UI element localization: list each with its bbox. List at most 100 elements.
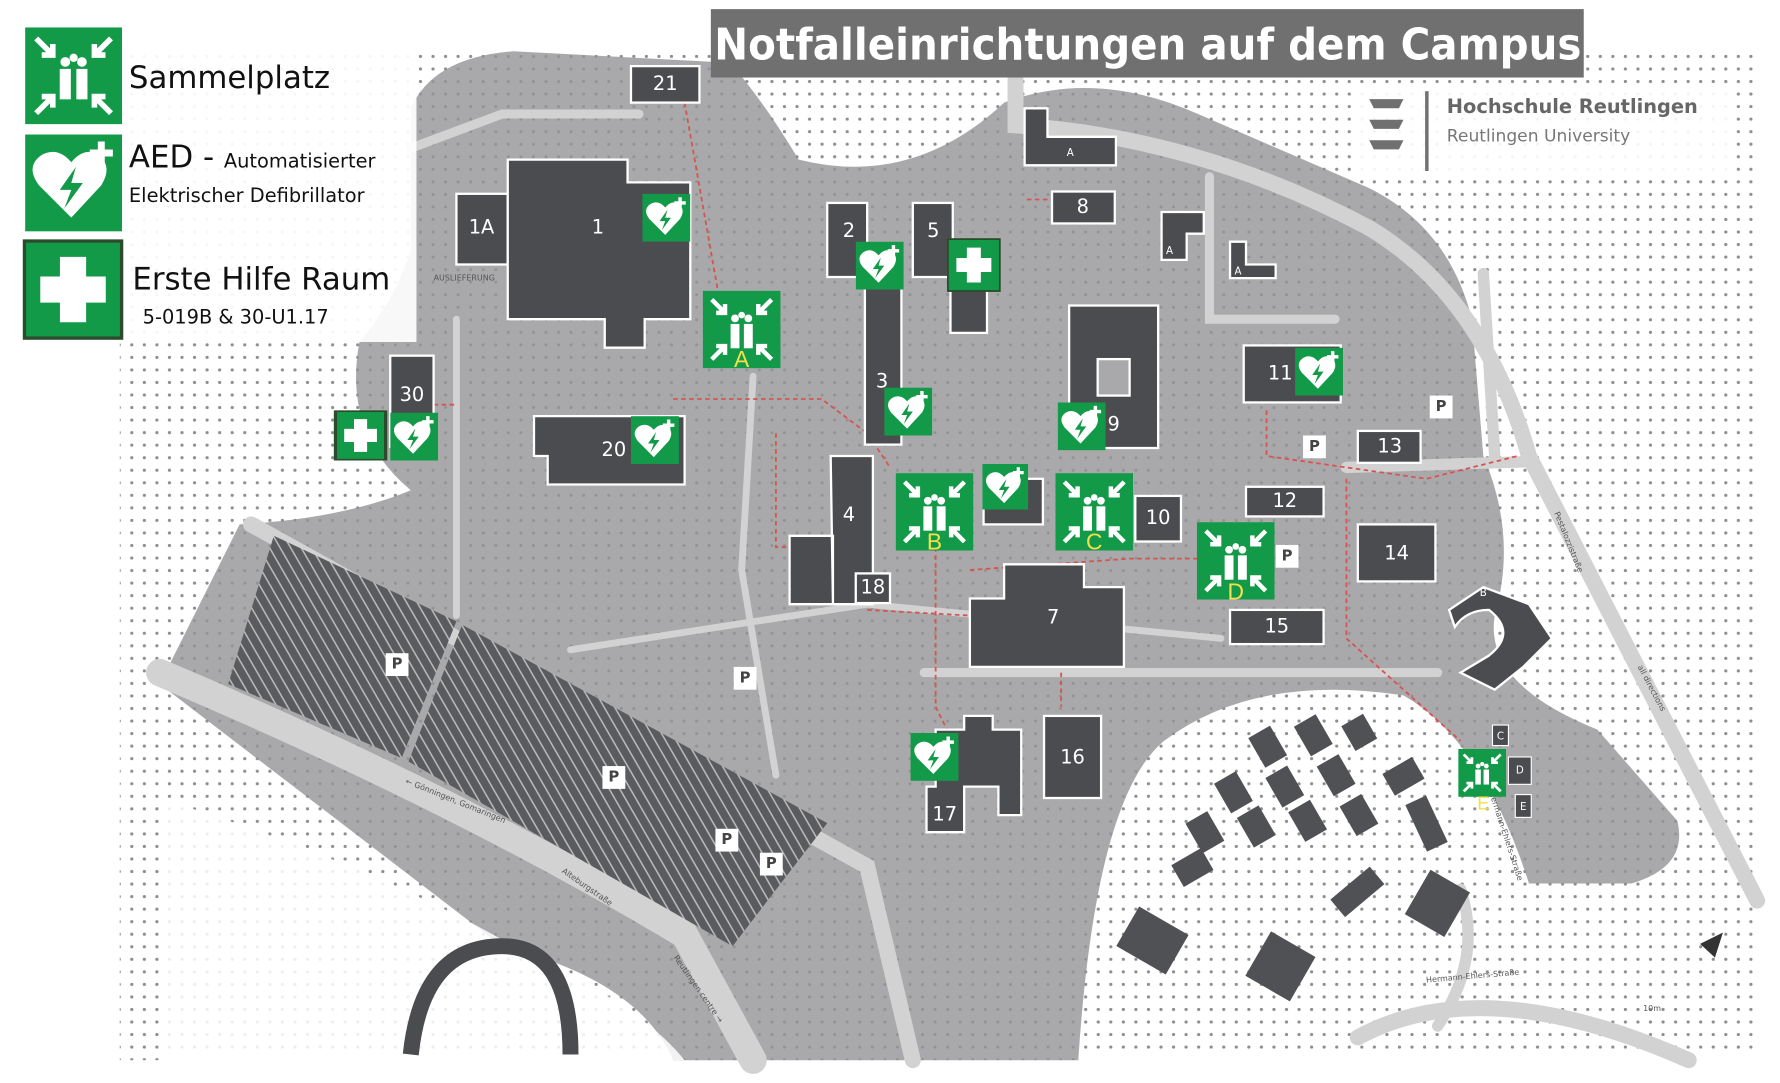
building-8: [1050, 190, 1116, 225]
label-a-north: A: [1067, 147, 1074, 159]
residential-buildings: [1116, 713, 1471, 1002]
label-21: 21: [653, 72, 678, 95]
outside-area: [119, 798, 685, 1061]
label-a-mid: A: [1166, 245, 1173, 257]
label-13: 13: [1377, 434, 1402, 457]
parking-icon: P: [740, 669, 751, 686]
building-12: [1244, 485, 1325, 518]
building-9-courtyard: [1096, 357, 1131, 397]
building-16: [1042, 714, 1103, 800]
legend-aed-long1: Automatisierter: [224, 150, 376, 173]
building-4: [788, 454, 875, 606]
legend-firstaid-rooms: 5-019B & 30-U1.17: [143, 306, 329, 329]
label-d: D: [1516, 765, 1524, 777]
north-arrow-icon: [1700, 932, 1723, 958]
first-aid-icon[interactable]: [333, 410, 388, 461]
assembly-point-a: A: [734, 346, 750, 372]
assembly-point-b: B: [927, 528, 942, 554]
parking-icon: P: [608, 768, 619, 785]
parking-lot-west: [228, 535, 457, 759]
label-1: 1: [592, 216, 604, 239]
building-a-north: [1023, 107, 1118, 167]
building-b: [1447, 585, 1554, 692]
building-1a: [455, 192, 509, 266]
parking-icon: P: [766, 855, 777, 872]
label-20: 20: [602, 438, 627, 461]
road-loop: [402, 938, 579, 1056]
scale-label: 10m: [1643, 1004, 1661, 1013]
first-aid-icon[interactable]: [947, 238, 1001, 292]
assembly-point-e: E: [1477, 792, 1489, 813]
label-11: 11: [1268, 361, 1293, 384]
aed-icon[interactable]: [642, 193, 691, 242]
outside-dots: [119, 798, 166, 1061]
building-1: [506, 158, 692, 349]
lion-crest-icon: [1369, 99, 1404, 150]
aed-icon[interactable]: [390, 412, 439, 461]
label-a-east: A: [1235, 265, 1242, 277]
building-a-mid: [1160, 210, 1205, 262]
assembly-point-icon: [25, 27, 122, 124]
legend: Sammelplatz AED - Automatisierter Elektr…: [20, 25, 417, 343]
aed-icon[interactable]: [855, 241, 904, 290]
assembly-point-icon[interactable]: [1458, 748, 1507, 797]
logo-name-en: Reutlingen University: [1447, 126, 1630, 146]
label-17: 17: [932, 803, 957, 826]
aed-icon: [25, 135, 122, 232]
building-10: [1134, 494, 1183, 543]
legend-aed-short: AED -: [129, 140, 224, 176]
building-14: [1356, 523, 1437, 583]
legend-assembly-label: Sammelplatz: [129, 60, 330, 96]
aed-icon[interactable]: [884, 387, 933, 436]
delivery-label: AUSLIEFERUNG: [434, 273, 495, 282]
assembly-point-c: C: [1086, 528, 1102, 554]
parking-icon: P: [721, 831, 732, 848]
aed-icon[interactable]: [1057, 402, 1106, 451]
logo-divider: [1425, 91, 1429, 171]
assembly-points: A B C D E: [703, 291, 1507, 813]
label-12: 12: [1272, 489, 1297, 512]
aed-icon[interactable]: [629, 416, 681, 464]
label-7: 7: [1047, 605, 1059, 628]
label-e: E: [1520, 801, 1526, 813]
label-15: 15: [1264, 615, 1289, 638]
title-text: Notfalleinrichtungen auf dem Campus: [714, 20, 1581, 70]
label-1a: 1A: [469, 216, 495, 239]
label-10: 10: [1146, 506, 1171, 529]
logo-name: Hochschule Reutlingen: [1447, 95, 1698, 118]
label-8: 8: [1077, 195, 1089, 218]
legend-firstaid-label: Erste Hilfe Raum: [132, 262, 390, 298]
building-7: [968, 563, 1126, 669]
legend-aed-label: AED - Automatisierter: [129, 140, 376, 176]
parking-icon: P: [1436, 398, 1447, 415]
parking-icon: P: [1309, 438, 1320, 455]
label-18: 18: [861, 576, 886, 599]
label-9: 9: [1107, 413, 1119, 436]
building-a-east: [1228, 240, 1277, 280]
legend-aed-long2: Elektrischer Defibrillator: [129, 184, 365, 207]
assembly-point-d: D: [1227, 579, 1243, 605]
first-aid-icon: [23, 239, 123, 339]
buildings: [389, 64, 1554, 834]
label-16: 16: [1060, 746, 1085, 769]
parking-signs: P P P P P P P P: [385, 395, 1453, 876]
aed-icon[interactable]: [910, 733, 959, 781]
label-5: 5: [927, 219, 939, 242]
label-c: C: [1497, 730, 1504, 742]
label-3: 3: [876, 369, 888, 392]
university-logo: Hochschule Reutlingen Reutlingen Univers…: [1352, 85, 1729, 177]
label-2: 2: [843, 219, 855, 242]
page-title: Notfalleinrichtungen auf dem Campus: [710, 9, 1584, 78]
label-14: 14: [1384, 542, 1409, 565]
building-13: [1356, 429, 1422, 464]
building-21: [629, 64, 701, 104]
parking-icon: P: [1282, 547, 1293, 564]
building-15: [1228, 608, 1325, 646]
parking-icon: P: [392, 656, 403, 673]
label-30: 30: [400, 383, 425, 406]
building-5-annex: [949, 283, 989, 335]
aed-icon[interactable]: [1295, 347, 1343, 396]
aed-icon[interactable]: [981, 463, 1030, 510]
